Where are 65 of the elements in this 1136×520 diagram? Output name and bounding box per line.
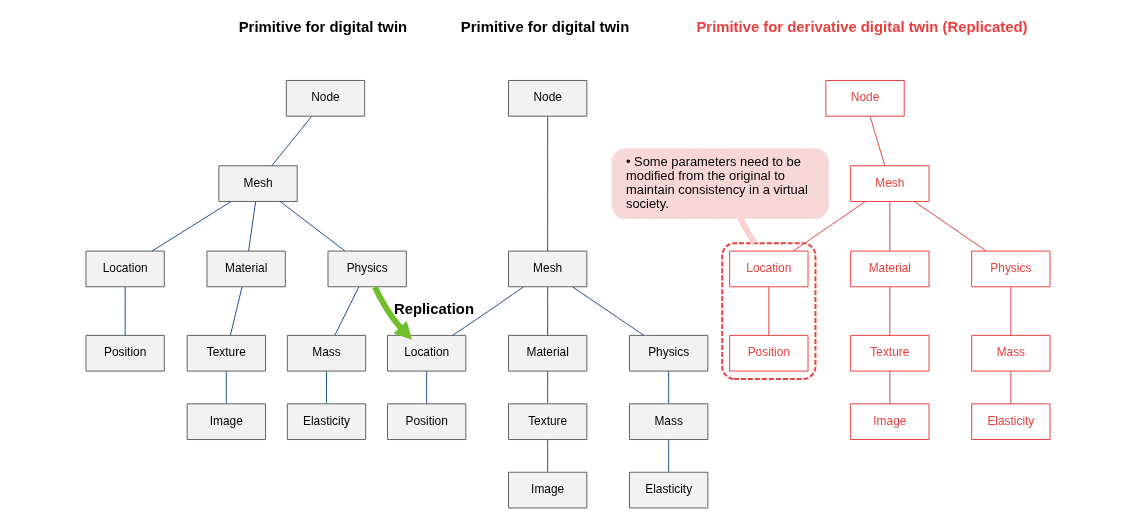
node-box: Location [85, 250, 165, 288]
node-box: Mass [971, 334, 1051, 372]
node-box: Position [387, 403, 467, 440]
node-box: • Some parameters need to be modified from the original to maintain consistency in a virtual society. [611, 148, 829, 219]
connector [914, 201, 987, 252]
connector [1010, 370, 1012, 404]
node-box: Physics [971, 250, 1051, 288]
node-box: Position [85, 334, 165, 372]
node-box: Location [729, 250, 809, 288]
node-box: Material [850, 250, 930, 288]
cluster [721, 242, 817, 380]
node-box: Image [850, 403, 930, 440]
connector [151, 201, 232, 252]
connector [572, 286, 645, 336]
edge-label: Replication [393, 300, 475, 317]
connector [271, 116, 312, 167]
node-box: Mass [629, 403, 709, 440]
connector [248, 201, 257, 252]
connector [229, 286, 243, 336]
connector [737, 217, 757, 245]
node-box: Texture [508, 403, 588, 440]
connector [225, 370, 227, 404]
node-box: Image [508, 471, 588, 509]
connector [768, 286, 770, 336]
connector [547, 286, 549, 336]
node-box: Physics [629, 334, 709, 372]
connector [334, 286, 360, 336]
connector [1010, 286, 1012, 336]
connector [793, 201, 866, 252]
node-box: Mesh [850, 165, 930, 202]
node-box: Mass [286, 334, 367, 372]
label: Primitive for digital twin [460, 19, 630, 36]
node-box: Image [186, 403, 266, 440]
node-box: Node [825, 80, 905, 117]
connector [547, 439, 549, 473]
node-box: Node [508, 80, 588, 117]
connector [668, 439, 670, 473]
node-box: Physics [327, 250, 407, 288]
node-box: Location [387, 334, 467, 372]
arrow [372, 285, 413, 340]
connector [869, 116, 886, 167]
connector [547, 115, 549, 252]
connector [547, 370, 549, 404]
node-box: Texture [850, 334, 930, 372]
connector [668, 370, 670, 404]
connector [426, 370, 428, 404]
connector [124, 286, 126, 336]
node-box: Node [285, 80, 366, 117]
node-box: Position [729, 334, 809, 372]
node-box: Elasticity [286, 403, 367, 440]
label: Primitive for derivative digital twin (Replicated) [696, 19, 1028, 36]
connector [326, 370, 327, 404]
label: Primitive for digital twin [238, 19, 408, 36]
node-box: Texture [186, 334, 266, 372]
node-box: Mesh [508, 250, 588, 288]
node-box: Material [206, 250, 286, 288]
connector [452, 286, 525, 336]
connector [889, 370, 891, 404]
node-box: Material [508, 334, 588, 372]
connector [889, 286, 891, 336]
node-box: Elasticity [971, 403, 1051, 440]
connector [279, 201, 346, 252]
node-box: Elasticity [629, 471, 709, 509]
connector [889, 201, 891, 252]
node-box: Mesh [218, 165, 298, 202]
